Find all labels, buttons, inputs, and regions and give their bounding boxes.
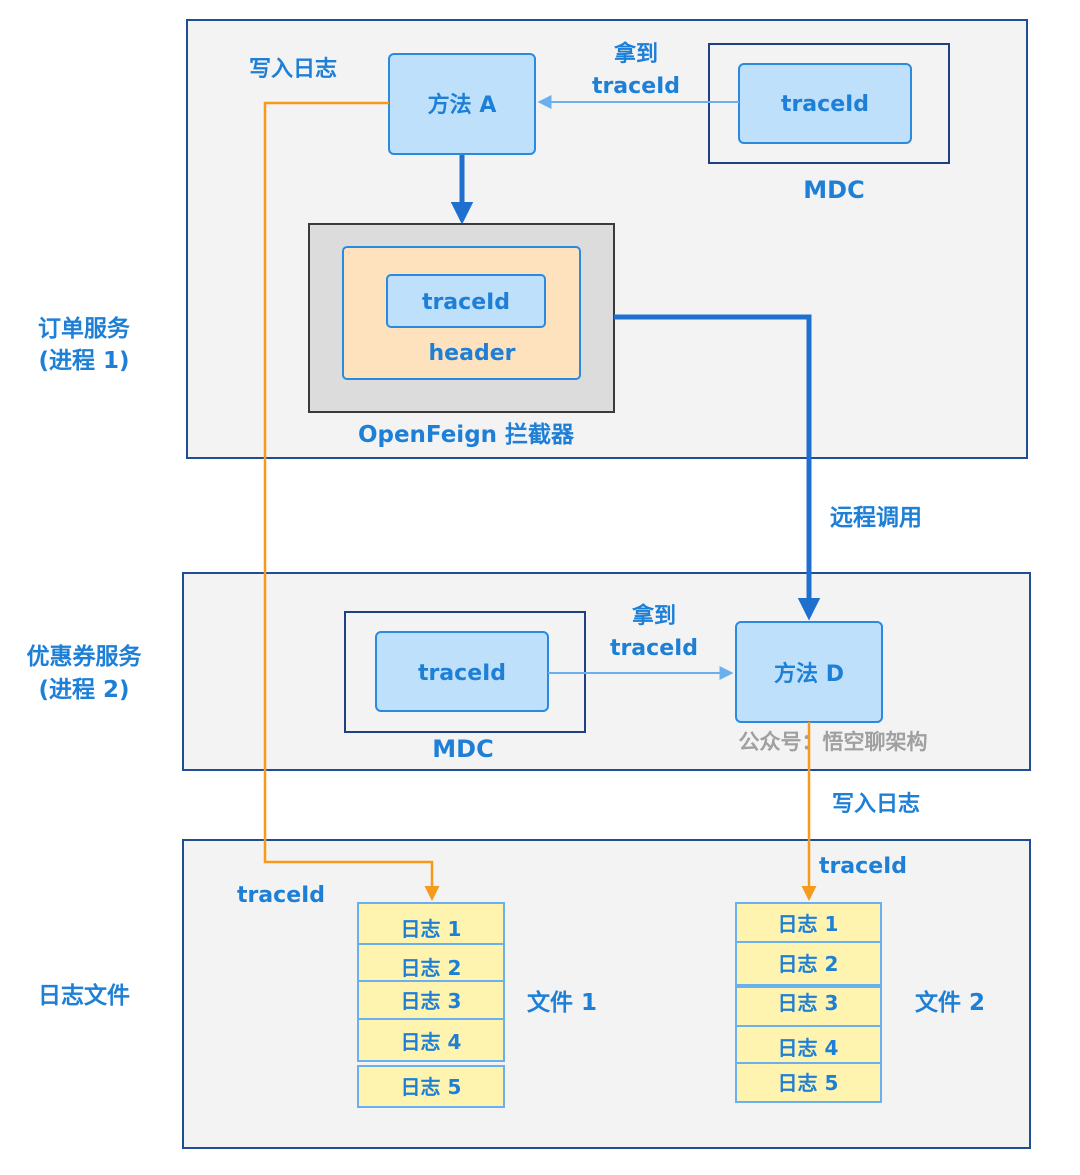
coupon-service-label-line1: 优惠券服务 — [27, 643, 143, 670]
file-2-label: 文件 2 — [915, 989, 985, 1016]
header-label: header — [429, 341, 516, 366]
file-1-entry — [357, 1065, 505, 1108]
coupon-get-line1: 拿到 — [631, 603, 676, 629]
file-1-label: 文件 1 — [527, 989, 597, 1016]
coupon-get-line2: traceId — [610, 636, 698, 661]
file-2-entry — [735, 902, 882, 943]
file-1-entry-label: 日志 1 — [401, 917, 462, 941]
file-1-entry-label: 日志 2 — [401, 956, 462, 980]
file-1-entry — [357, 943, 505, 982]
order-get-line1: 拿到 — [613, 41, 658, 67]
coupon-mdc-traceid-box — [375, 631, 549, 712]
file-2-stack: 日志 1 日志 2 日志 3 日志 4 日志 5 — [735, 902, 882, 1103]
coupon-mdc-traceid-label: traceId — [418, 661, 506, 686]
log-files-region — [182, 839, 1031, 1149]
file-2-entry — [735, 1062, 882, 1103]
file-2-entry — [735, 986, 882, 1027]
header-traceid-box — [386, 274, 546, 328]
coupon-service-region — [182, 572, 1031, 771]
file-2-entry-label: 日志 2 — [778, 952, 839, 976]
method-a-write-log-line — [263, 101, 440, 901]
file-2-entry-label: 日志 5 — [778, 1071, 839, 1095]
method-a-label: 方法 A — [428, 92, 497, 118]
order-service-label-line1: 订单服务 — [38, 316, 131, 342]
order-mdc-traceid-box — [738, 63, 912, 144]
file-2-entry-label: 日志 3 — [778, 991, 839, 1015]
file-1-entry — [357, 980, 505, 1020]
method-d-write-log-label: 写入日志 — [832, 792, 920, 817]
order-service-label-line2: (进程 1) — [38, 348, 129, 374]
order-get-line2: traceId — [592, 74, 680, 99]
openfeign-interceptor-label: OpenFeign 拦截器 — [358, 422, 575, 448]
method-d-label: 方法 D — [774, 661, 844, 687]
file-1-entry-label: 日志 3 — [401, 989, 462, 1013]
file-1-stack: 日志 1 日志 2 日志 3 日志 4 日志 5 — [357, 902, 505, 1108]
file-1-entry — [357, 1018, 505, 1062]
right-traceid-label: traceId — [819, 854, 907, 879]
file-2-entry-label: 日志 1 — [778, 912, 839, 936]
order-write-log-label: 写入日志 — [249, 57, 337, 82]
file-1-entry-label: 日志 4 — [401, 1030, 462, 1054]
left-traceid-label: traceId — [237, 883, 325, 908]
file-1-entry-label: 日志 5 — [401, 1075, 462, 1099]
remote-call-arrow — [614, 314, 821, 621]
watermark-text: 公众号：悟空聊架构 — [739, 730, 928, 754]
log-files-label: 日志文件 — [38, 982, 130, 1009]
remote-call-label: 远程调用 — [830, 505, 922, 531]
order-mdc-traceid-label: traceId — [781, 92, 869, 117]
file-2-entry-label: 日志 4 — [778, 1036, 839, 1060]
coupon-mdc-label: MDC — [432, 735, 493, 763]
header-traceid-label: traceId — [422, 290, 510, 315]
coupon-service-label-line2: (进程 2) — [38, 677, 129, 703]
file-1-entry — [357, 902, 505, 945]
order-mdc-label: MDC — [803, 176, 864, 204]
file-2-entry — [735, 941, 882, 986]
